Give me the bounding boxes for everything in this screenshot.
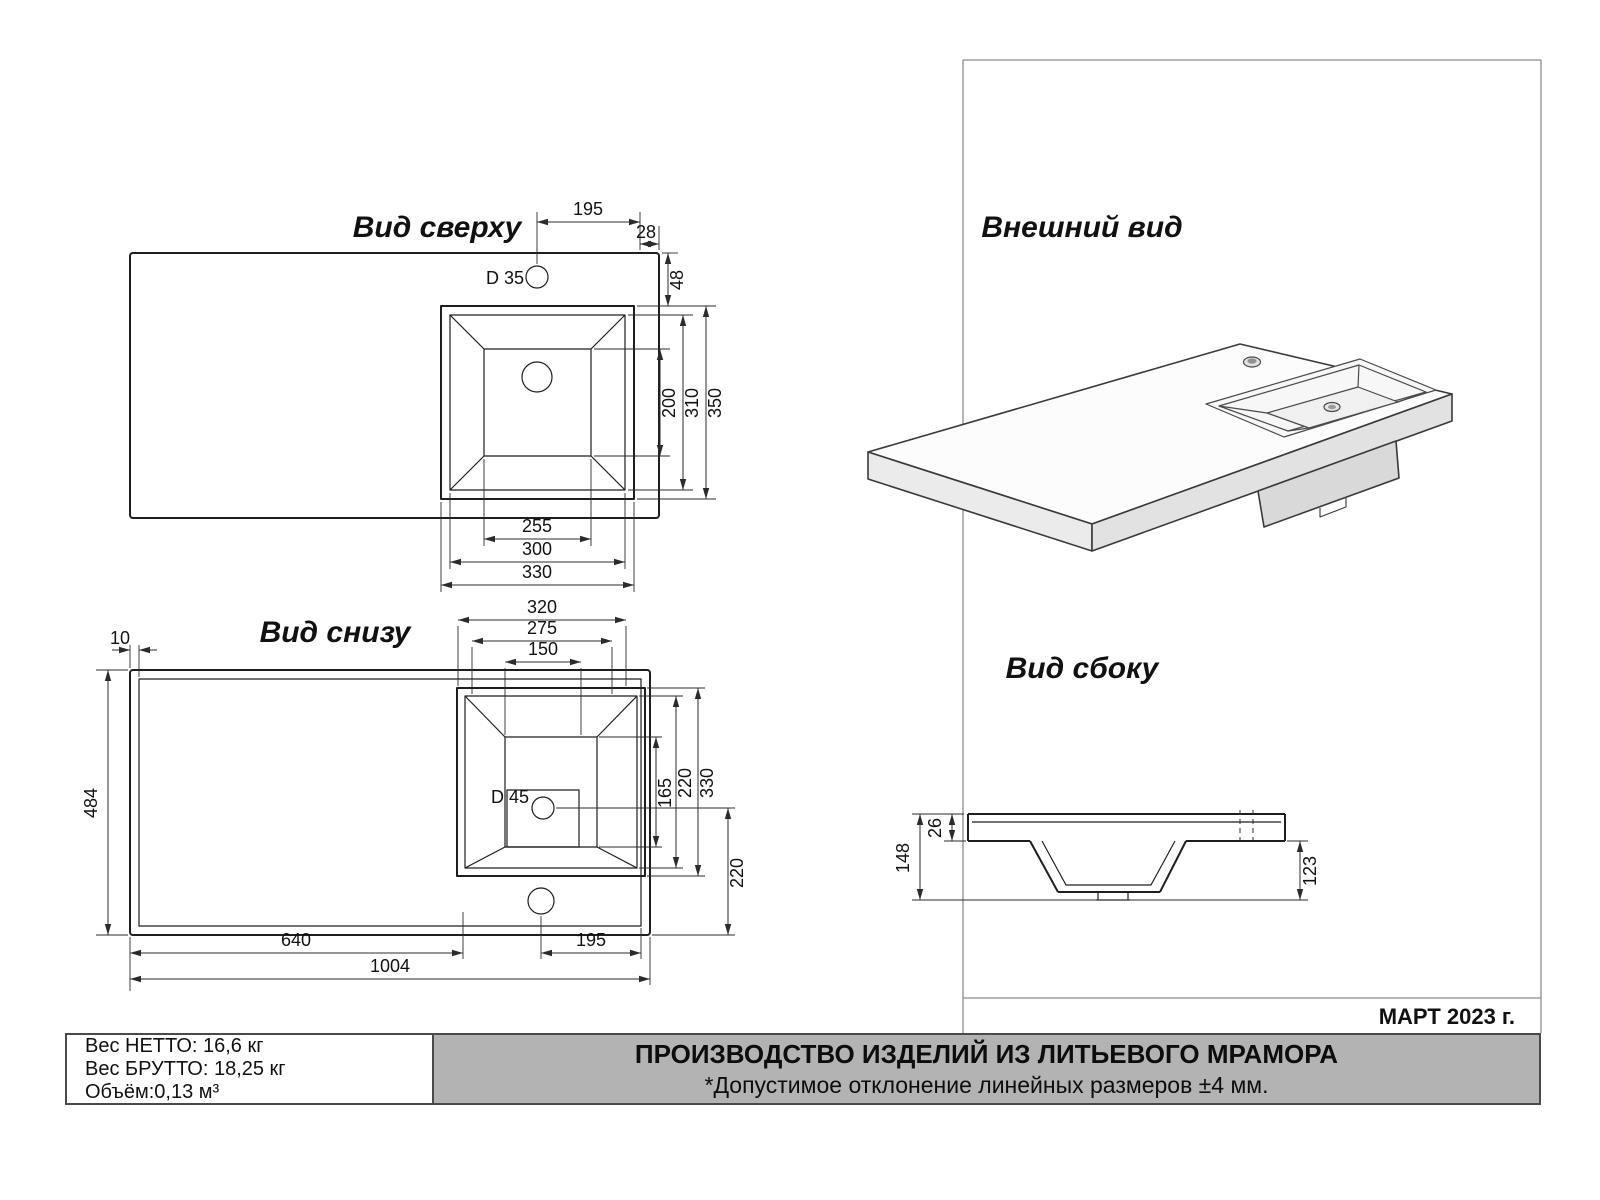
dim-label-d45: D 45	[491, 787, 529, 807]
svg-text:330: 330	[697, 768, 717, 798]
dim-255-top: 255	[483, 459, 592, 546]
gross-weight: Вес БРУТТО: 18,25 кг	[85, 1058, 286, 1080]
dim-48-top: 48	[662, 252, 687, 306]
dim-300-top: 300	[449, 493, 626, 569]
production-note-cell: ПРОИЗВОДСТВО ИЗДЕЛИЙ ИЗ ЛИТЬЕВОГО МРАМОР…	[432, 1035, 1539, 1103]
dim-148-side: 148	[893, 813, 1308, 901]
dim-26-side: 26	[925, 814, 966, 842]
svg-text:320: 320	[527, 597, 557, 617]
svg-text:150: 150	[528, 639, 558, 659]
top-view-title: Вид сверху	[353, 211, 523, 244]
dim-label-d35: D 35	[486, 268, 524, 288]
svg-text:26: 26	[925, 818, 945, 838]
dim-220-lower-bottom: 220	[556, 807, 747, 936]
dim-330-top: 330	[440, 502, 635, 592]
dim-330-bottom: 330	[647, 687, 717, 877]
dim-310-top: 310	[628, 314, 702, 491]
volume: Объём:0,13 м³	[85, 1081, 220, 1103]
dim-200-top: 200	[594, 348, 679, 457]
svg-text:48: 48	[667, 270, 687, 290]
footer-table: Вес НЕТТО: 16,6 кг Вес БРУТТО: 18,25 кг …	[65, 1033, 1541, 1105]
net-weight: Вес НЕТТО: 16,6 кг	[85, 1035, 264, 1057]
countertop-inner-wall	[138, 678, 642, 927]
svg-text:123: 123	[1300, 856, 1320, 886]
dim-350-top: 350	[637, 305, 725, 500]
external-view-title: Внешний вид	[981, 211, 1182, 244]
dim-195-bottom: 195	[540, 916, 642, 959]
bowl-underside-3d	[1257, 440, 1400, 528]
drain-hole-bottom	[531, 796, 555, 820]
svg-text:200: 200	[659, 388, 679, 418]
basin-3d	[1205, 356, 1437, 438]
countertop-outline-bottom	[129, 669, 651, 936]
faucet-hole	[525, 265, 549, 289]
dim-28-top: 28	[636, 222, 660, 250]
side-view: Вид сбоку 148 26	[893, 652, 1320, 901]
svg-text:148: 148	[893, 843, 913, 873]
svg-text:195: 195	[573, 199, 603, 219]
sink-bowl-top	[440, 305, 635, 500]
dim-195-top: 195	[536, 199, 641, 264]
dim-165-bottom: 165	[599, 736, 675, 848]
production-title: ПРОИЗВОДСТВО ИЗДЕЛИЙ ИЗ ЛИТЬЕВОГО МРАМОР…	[634, 1039, 1339, 1069]
dim-275-bottom: 275	[471, 618, 613, 694]
side-profile	[967, 810, 1286, 901]
dim-484-bottom: 484	[81, 669, 128, 936]
dim-640-bottom: 640	[129, 912, 464, 991]
sink-bowl-bottom: D 45	[456, 687, 646, 877]
svg-text:255: 255	[522, 516, 552, 536]
dim-123-side: 123	[1287, 840, 1320, 900]
drain-hole-top	[521, 361, 553, 393]
weight-info-cell: Вес НЕТТО: 16,6 кг Вес БРУТТО: 18,25 кг …	[67, 1035, 432, 1103]
dim-220-bottom: 220	[639, 695, 695, 869]
drawing-sheet: Вид сверху D 35 195 28	[81, 59, 1542, 1033]
svg-text:220: 220	[675, 768, 695, 798]
svg-text:1004: 1004	[370, 956, 410, 976]
date-note: МАРТ 2023 г.	[1378, 1004, 1515, 1029]
dim-1004-bottom: 1004	[130, 937, 651, 985]
svg-text:165: 165	[655, 778, 675, 808]
dim-320-bottom: 320	[457, 597, 627, 686]
drain-stub-3d	[1319, 498, 1347, 518]
svg-text:195: 195	[576, 930, 606, 950]
bottom-view: Вид снизу D 45 10	[81, 597, 747, 991]
svg-text:275: 275	[527, 618, 557, 638]
tolerance-note: *Допустимое отклонение линейных размеров…	[704, 1072, 1269, 1098]
svg-text:28: 28	[636, 222, 656, 242]
svg-text:220: 220	[727, 858, 747, 888]
svg-text:640: 640	[281, 930, 311, 950]
dim-150-bottom: 150	[504, 639, 582, 735]
svg-text:350: 350	[705, 388, 725, 418]
svg-text:330: 330	[522, 562, 552, 582]
external-view: Внешний вид	[867, 211, 1453, 552]
top-view: Вид сверху D 35 195 28	[129, 199, 725, 592]
svg-text:310: 310	[682, 388, 702, 418]
countertop-outline-top	[129, 252, 660, 519]
dim-10-bottom: 10	[110, 628, 157, 677]
svg-text:484: 484	[81, 788, 101, 818]
bottom-view-title: Вид снизу	[260, 616, 412, 649]
sheet-frame	[962, 59, 1542, 1033]
overflow-hole	[527, 887, 555, 915]
svg-text:10: 10	[110, 628, 130, 648]
side-view-title: Вид сбоку	[1006, 652, 1160, 685]
svg-text:300: 300	[522, 539, 552, 559]
